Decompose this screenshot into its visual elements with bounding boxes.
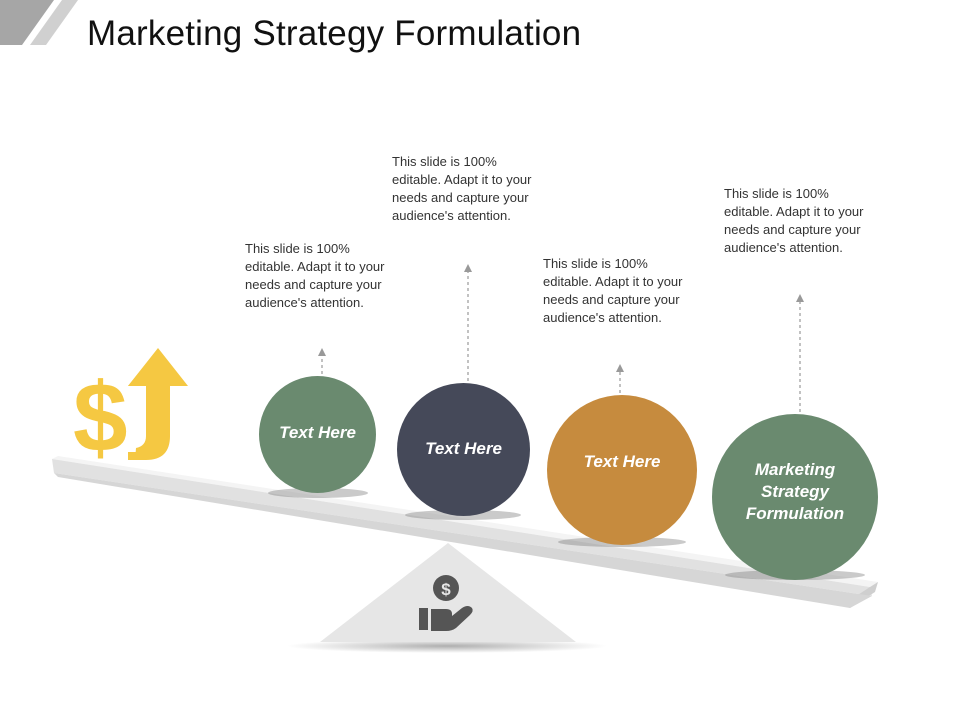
circle-label: Text Here [425, 438, 502, 458]
page-title: Marketing Strategy Formulation [87, 14, 582, 53]
text-circle-3[interactable]: Text Here [547, 395, 697, 545]
text-circle-1[interactable]: Text Here [259, 376, 376, 493]
ball-shadow [268, 488, 368, 498]
description-text: This slide is 100% editable. Adapt it to… [245, 241, 385, 310]
description-text: This slide is 100% editable. Adapt it to… [724, 186, 864, 255]
description-text: This slide is 100% editable. Adapt it to… [392, 154, 532, 223]
arrow-head [464, 264, 472, 272]
svg-text:$: $ [73, 362, 128, 472]
arrow-head [796, 294, 804, 302]
circle-label: Text Here [279, 422, 356, 442]
fulcrum-shadow [287, 639, 607, 653]
arrow-head [616, 364, 624, 372]
svg-text:$: $ [441, 580, 451, 599]
hand-holding-dollar-icon: $ [419, 575, 473, 631]
circle-label: Marketing Strategy Formulation [745, 460, 845, 523]
seesaw-plank [52, 456, 878, 608]
corner-decoration [0, 0, 78, 45]
dollar-up-arrow-icon: $ [73, 348, 188, 472]
circle-label: Text Here [583, 452, 661, 471]
description-text: This slide is 100% editable. Adapt it to… [543, 256, 683, 325]
arrow-head [318, 348, 326, 356]
text-circle-4[interactable]: Marketing Strategy Formulation [712, 414, 878, 580]
text-circle-2[interactable]: Text Here [397, 383, 530, 516]
